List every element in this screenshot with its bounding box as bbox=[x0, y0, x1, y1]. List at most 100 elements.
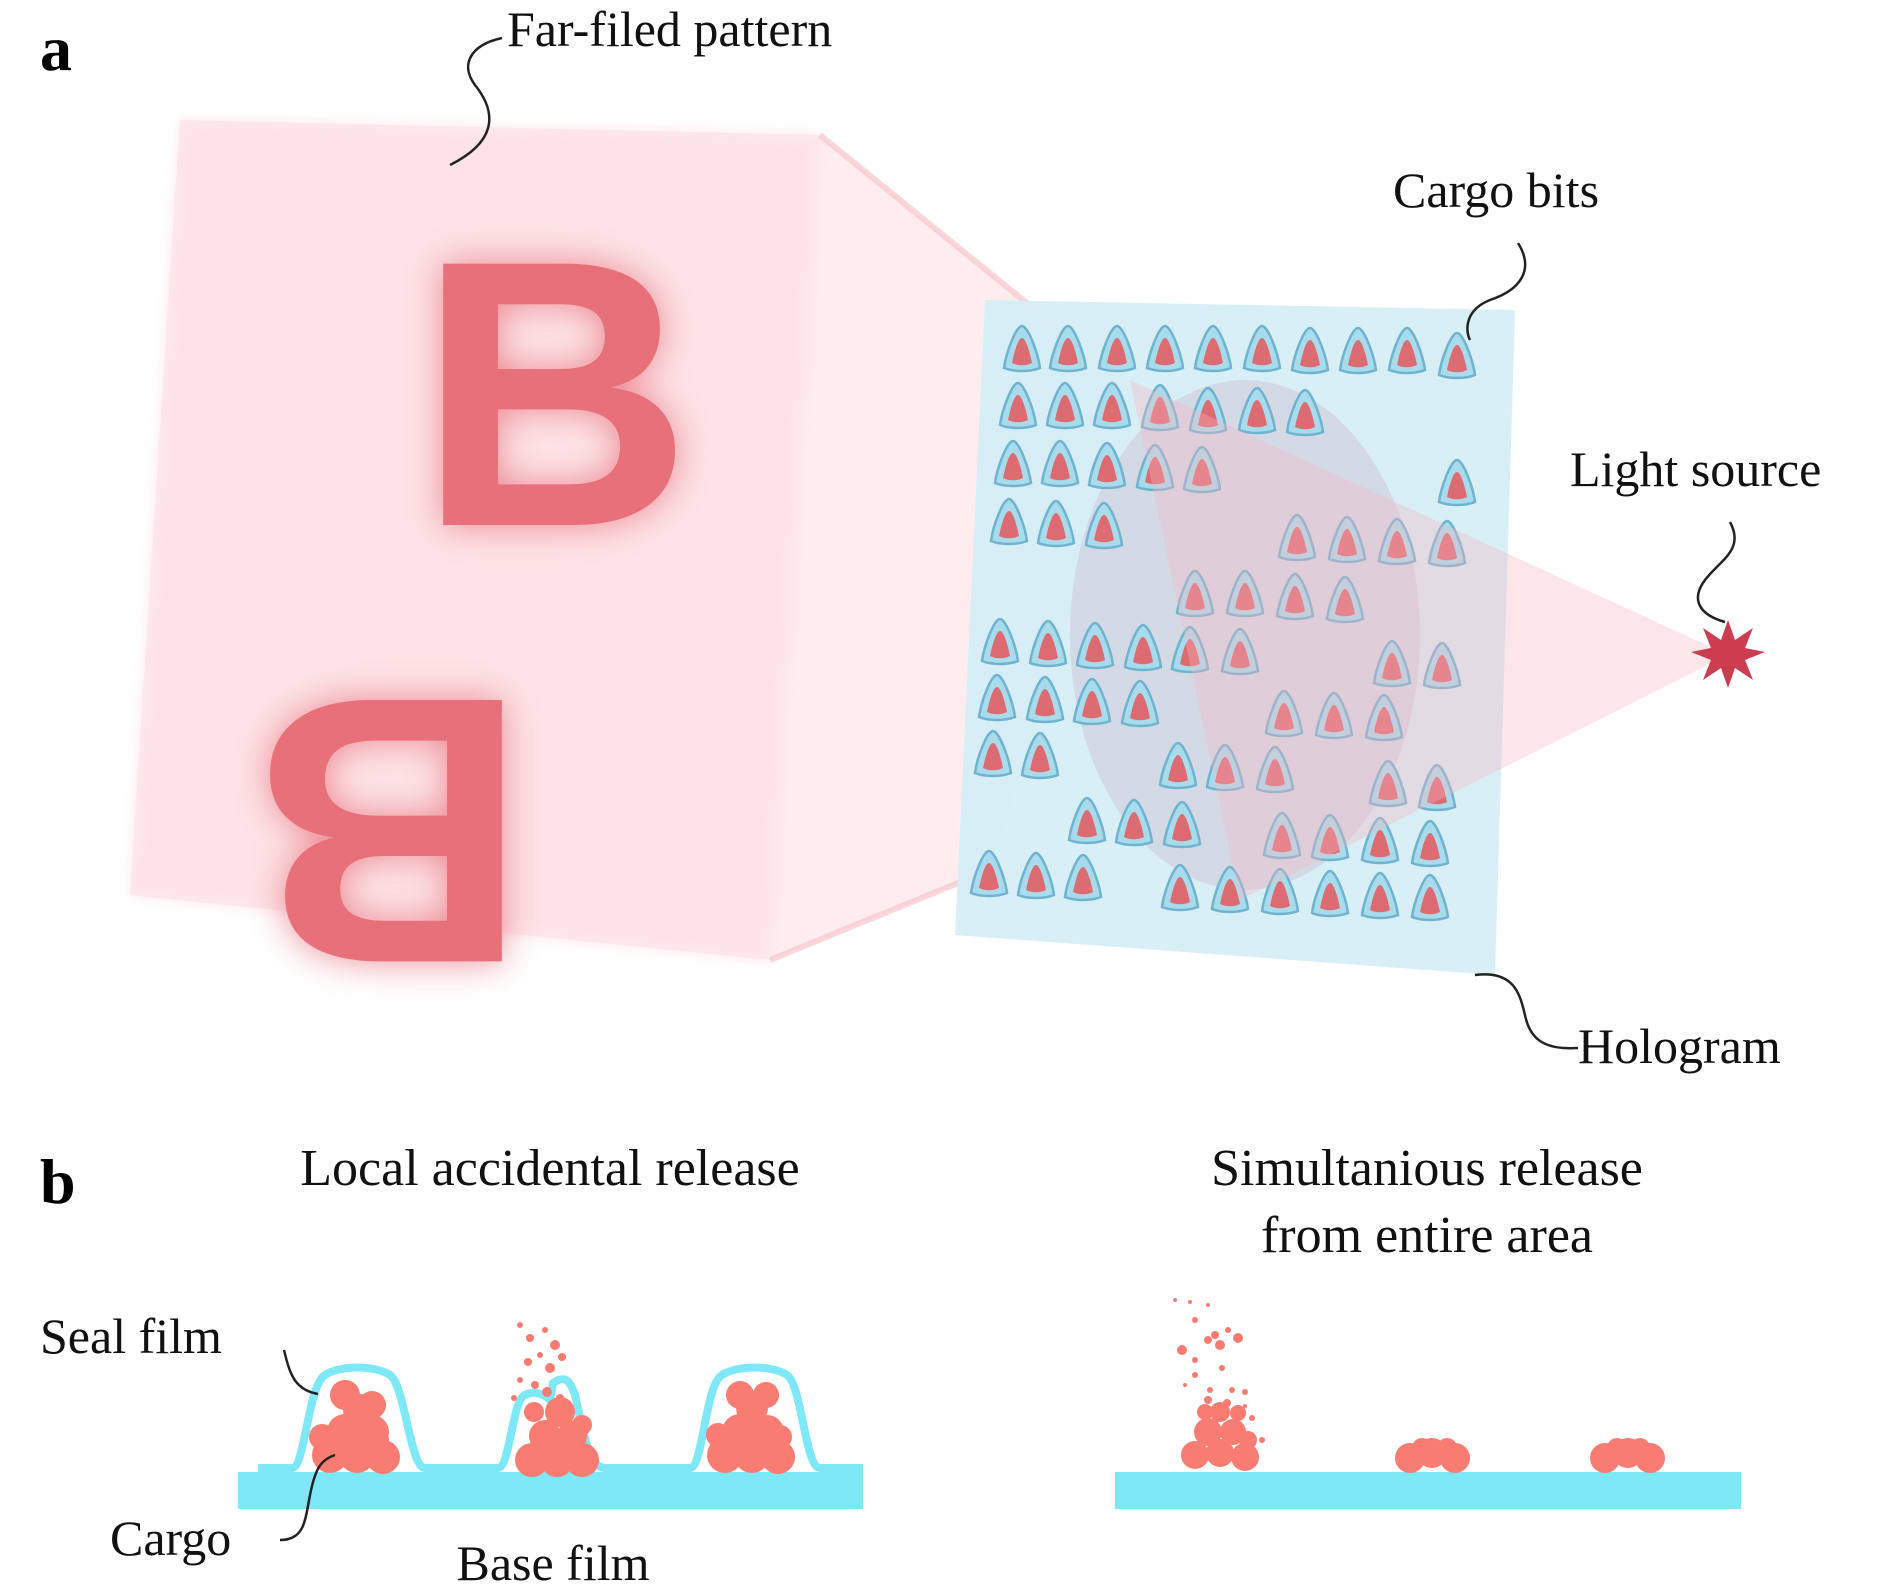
pattern-letter-b-rotated: B bbox=[253, 619, 527, 1044]
right-title-line2: from entire area bbox=[1261, 1207, 1593, 1264]
cargo-bit bbox=[1314, 691, 1354, 740]
released-particle bbox=[542, 1327, 548, 1333]
cargo-bit bbox=[1072, 677, 1112, 726]
cargo-particle bbox=[768, 1425, 792, 1449]
cargo-bit bbox=[1048, 324, 1088, 373]
cargo-bit bbox=[1063, 853, 1103, 902]
released-particle bbox=[1177, 1345, 1187, 1355]
cargo-particle bbox=[358, 1391, 386, 1419]
cargo-bit bbox=[1237, 386, 1277, 435]
released-particle bbox=[1211, 1331, 1219, 1339]
cargo-bit bbox=[1036, 499, 1076, 548]
cargo-particle bbox=[515, 1443, 549, 1477]
cargo-bit bbox=[1170, 625, 1210, 674]
released-particle bbox=[1183, 1383, 1187, 1387]
cargo-bit bbox=[1123, 623, 1163, 672]
cargo-bits-label: Cargo bits bbox=[1393, 162, 1599, 218]
cargo-bit bbox=[1242, 324, 1282, 373]
cargo-bit bbox=[1140, 383, 1180, 432]
cargo-bit bbox=[969, 849, 1009, 898]
light-source-star bbox=[1691, 620, 1765, 688]
released-particle bbox=[517, 1377, 523, 1383]
released-particle bbox=[1225, 1327, 1231, 1333]
cargo-bit bbox=[1016, 851, 1056, 900]
cargo-bit bbox=[1310, 869, 1350, 918]
released-particle bbox=[526, 1334, 534, 1342]
cargo-bit bbox=[1175, 569, 1215, 618]
cargo-particle bbox=[545, 1397, 575, 1427]
cargo-bit bbox=[1182, 445, 1222, 494]
released-particle bbox=[1188, 1300, 1192, 1304]
released-particle bbox=[1229, 1387, 1235, 1393]
cargo-bit bbox=[1045, 381, 1085, 430]
cargo-particle bbox=[572, 1415, 592, 1435]
right-release-diagram bbox=[1115, 1298, 1741, 1509]
light-source-label: Light source bbox=[1570, 441, 1821, 497]
cargo-bits-leader bbox=[1466, 242, 1527, 341]
released-particle bbox=[537, 1352, 543, 1358]
cargo-bit bbox=[1364, 693, 1404, 742]
cargo-particle bbox=[1437, 1438, 1457, 1458]
released-particle bbox=[1192, 1357, 1198, 1363]
cargo-bit bbox=[1264, 689, 1304, 738]
released-particle bbox=[545, 1363, 555, 1373]
cargo-bit bbox=[1160, 863, 1200, 912]
cargo-bit bbox=[1260, 867, 1300, 916]
cargo-particle bbox=[1412, 1438, 1432, 1458]
cargo-bit bbox=[1040, 439, 1080, 488]
cargo-bit bbox=[1387, 326, 1427, 375]
released-particle bbox=[1259, 1437, 1265, 1443]
cargo-bit bbox=[1285, 388, 1325, 437]
left-release-diagram bbox=[238, 1322, 863, 1509]
cargo-bit bbox=[1360, 871, 1400, 920]
cargo-bit bbox=[1290, 326, 1330, 375]
cargo-bit bbox=[1120, 679, 1160, 728]
cargo-particle bbox=[1230, 1405, 1246, 1421]
cargo-particle bbox=[706, 1423, 730, 1447]
hologram-leader bbox=[1474, 973, 1579, 1050]
cargo-bit bbox=[1002, 324, 1042, 373]
cargo-leader bbox=[279, 1453, 336, 1542]
cargo-bit bbox=[1193, 324, 1233, 373]
hologram-label: Hologram bbox=[1578, 1018, 1781, 1074]
released-particle bbox=[1204, 1336, 1212, 1344]
cargo-particle bbox=[726, 1381, 754, 1409]
released-particle bbox=[511, 1395, 517, 1401]
panel-a: a B B B B bbox=[40, 1, 1821, 1074]
cargo-bit bbox=[1410, 819, 1450, 868]
cargo-bit bbox=[1087, 441, 1127, 490]
released-particle bbox=[524, 1358, 532, 1366]
cargo-bit bbox=[1427, 519, 1467, 568]
cargo-bit bbox=[1135, 443, 1175, 492]
released-particle bbox=[1192, 1317, 1198, 1323]
far-field-pattern: B B B B bbox=[253, 181, 692, 1044]
cargo-label: Cargo bbox=[110, 1510, 231, 1566]
released-particle bbox=[1207, 1387, 1213, 1393]
cargo-particle bbox=[1239, 1431, 1257, 1449]
cargo-bit bbox=[1377, 517, 1417, 566]
leader-lines bbox=[449, 36, 1736, 1050]
cargo-particle bbox=[1181, 1441, 1209, 1469]
cargo-bit bbox=[1084, 501, 1124, 550]
cargo-bit bbox=[1275, 572, 1315, 621]
cargo-piles-left bbox=[309, 1322, 795, 1477]
released-particle bbox=[1249, 1415, 1255, 1421]
released-particle bbox=[1219, 1365, 1225, 1371]
cargo-bit bbox=[1220, 627, 1260, 676]
cargo-bit bbox=[977, 673, 1017, 722]
base-film-left bbox=[238, 1472, 863, 1509]
cargo-bit bbox=[1360, 816, 1400, 865]
cargo-particle bbox=[365, 1428, 389, 1452]
cargo-piles-right bbox=[1173, 1298, 1665, 1473]
panel-a-letter: a bbox=[40, 13, 72, 84]
released-particle bbox=[558, 1353, 566, 1361]
released-particle bbox=[556, 1394, 564, 1402]
panel-b-letter: b bbox=[40, 1146, 76, 1217]
released-particle bbox=[1223, 1399, 1231, 1407]
released-particle bbox=[542, 1387, 552, 1397]
cargo-bit bbox=[980, 617, 1020, 666]
cargo-particle bbox=[1607, 1438, 1627, 1458]
released-particle bbox=[1233, 1333, 1243, 1343]
cargo-particle bbox=[524, 1402, 544, 1422]
